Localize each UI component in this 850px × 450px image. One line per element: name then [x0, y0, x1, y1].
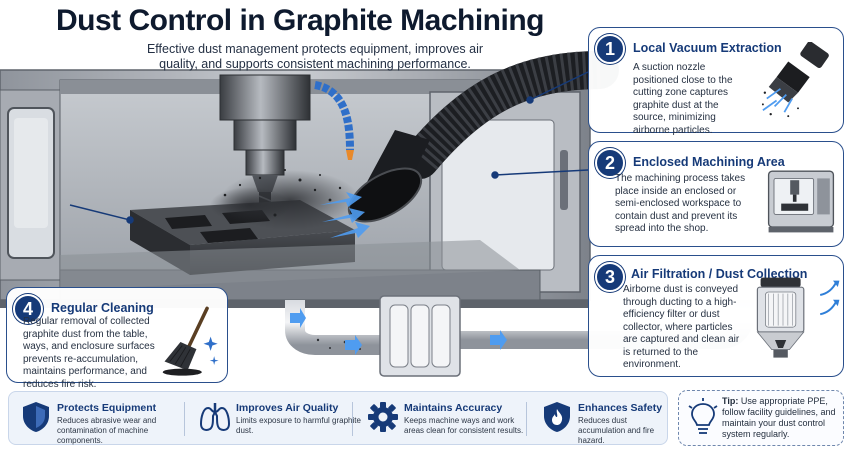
benefit-title: Protects Equipment: [57, 402, 157, 414]
card-regular-cleaning: 4 Regular Cleaning Regular removal of co…: [6, 287, 228, 390]
benefit-text: Reduces dust accumulation and fire hazar…: [578, 416, 655, 445]
card-text: Airborne dust is conveyed through ductin…: [623, 284, 740, 370]
page-subtitle: Effective dust management protects equip…: [146, 42, 484, 71]
card-title: Enclosed Machining Area: [633, 155, 785, 169]
card-title: Local Vacuum Extraction: [633, 41, 782, 55]
benefit-protects-equipment: Protects Equipment Reduces abrasive wear…: [13, 392, 173, 446]
tip-label: Tip:: [722, 396, 739, 406]
divider: [526, 402, 527, 436]
gear-icon: [368, 402, 398, 432]
cnc-enclosure-icon: [767, 170, 835, 233]
suction-nozzle-icon: [761, 42, 829, 118]
benefit-text: Keeps machine ways and work areas clean …: [404, 416, 524, 435]
tip-text: Tip: Use appropriate PPE, follow facilit…: [722, 396, 842, 440]
step-badge-2: 2: [595, 148, 625, 178]
card-local-vacuum-extraction: 1 Local Vacuum Extraction A suction nozz…: [588, 27, 844, 136]
dust-collector-icon: [756, 277, 805, 358]
lightbulb-icon: [688, 398, 718, 434]
benefit-text: Limits exposure to harmful graphite dust…: [236, 416, 361, 435]
card-text: A suction nozzle positioned close to the…: [633, 62, 733, 136]
benefits-bar: Protects Equipment Reduces abrasive wear…: [8, 391, 668, 445]
airflow-arrows-nozzle: [320, 192, 370, 238]
benefit-title: Improves Air Quality: [236, 402, 339, 414]
benefit-title: Enhances Safety: [578, 402, 663, 414]
flame-shield-icon: [544, 402, 570, 432]
tip-body: Use appropriate PPE, follow facility gui…: [722, 396, 836, 439]
airflow-arrows-duct: [290, 308, 507, 355]
step-badge-4: 4: [13, 294, 43, 324]
coolant-hose: [314, 81, 354, 151]
page-title: Dust Control in Graphite Machining: [56, 4, 545, 37]
benefit-text: Reduces abrasive wear and contamination …: [57, 416, 157, 445]
broom-icon: [162, 306, 219, 376]
leader-lines: [69, 71, 589, 224]
card-text: The machining process takes place inside…: [615, 173, 746, 234]
divider: [352, 402, 353, 436]
card-title: Air Filtration / Dust Collection: [631, 267, 808, 281]
step-badge-3: 3: [595, 262, 625, 292]
benefit-maintains-accuracy: Maintains Accuracy Keeps machine ways an…: [360, 392, 523, 446]
lungs-icon: [199, 403, 231, 431]
benefit-improves-air-quality: Improves Air Quality Limits exposure to …: [192, 392, 361, 446]
benefit-enhances-safety: Enhances Safety Reduces dust accumulatio…: [534, 392, 669, 446]
card-text: Regular removal of collected graphite du…: [23, 316, 155, 390]
step-badge-1: 1: [595, 34, 625, 64]
card-enclosed-machining-area: 2 Enclosed Machining Area The machining …: [588, 141, 844, 247]
dust-cloud: [210, 169, 360, 230]
suction-duct-hose: [347, 51, 619, 223]
tip-box: Tip: Use appropriate PPE, follow facilit…: [678, 390, 844, 446]
card-title: Regular Cleaning: [51, 301, 154, 315]
divider: [184, 402, 185, 436]
clean-air-arrows-icon: [819, 280, 840, 316]
benefit-title: Maintains Accuracy: [404, 402, 503, 414]
shield-icon: [23, 402, 49, 432]
card-air-filtration-dust-collection: 3 Air Filtration / Dust Collection Airbo…: [588, 255, 844, 377]
